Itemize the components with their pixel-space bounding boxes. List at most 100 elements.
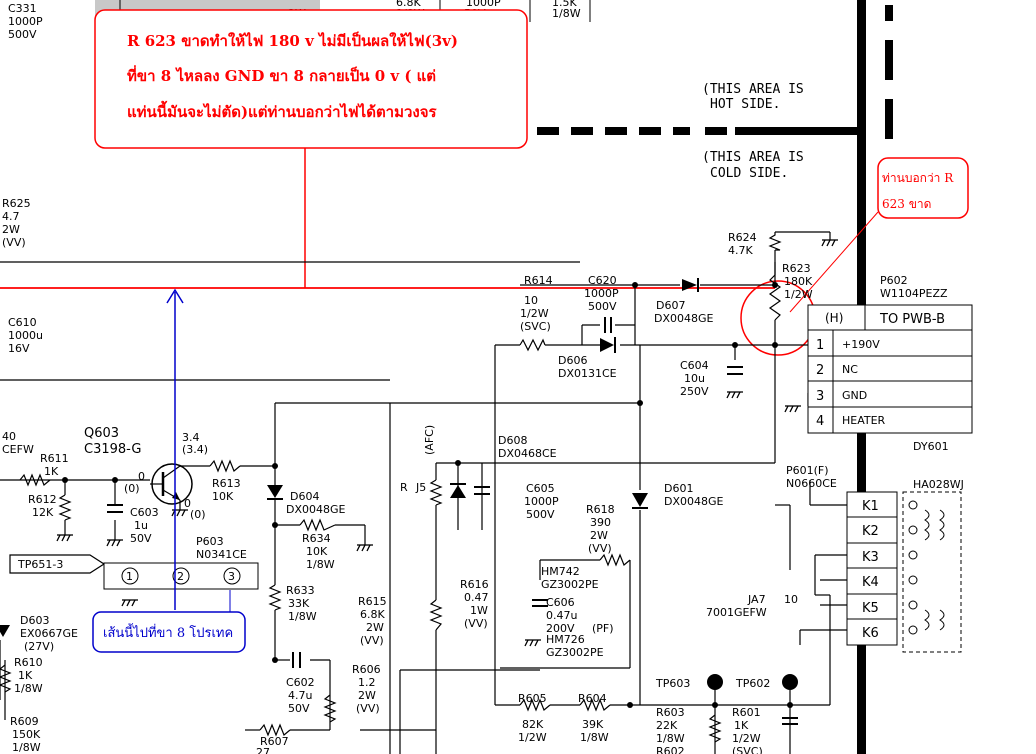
r604-value: 39K: [582, 718, 604, 731]
r618-name: R618: [586, 503, 615, 516]
hm742-name: HM742: [541, 565, 580, 578]
hot-area-label-1: (THIS AREA IS: [702, 82, 804, 97]
k-pin-block: K1 K2 K3 K4 K5 K6 HA028WJ: [846, 478, 964, 653]
d603-name: D603: [20, 614, 49, 627]
component-labels: R625 4.7 2W (VV) C610 1000u 16V R614 10 …: [2, 197, 948, 754]
r614-spec: (SVC): [520, 320, 551, 333]
junctions: [62, 282, 793, 708]
r634-name: R634: [302, 532, 331, 545]
connector-pin-2-label: NC: [842, 363, 858, 376]
blue-annotation-box: [92, 611, 246, 653]
resistor-symbols: [0, 232, 782, 743]
r604-name: R604: [578, 692, 607, 705]
hm726-name: HM726: [546, 633, 585, 646]
r623-name: R623: [782, 262, 811, 275]
r609-value: 150K: [12, 728, 41, 741]
r615-spec: (VV): [360, 634, 384, 647]
k-pin-6: K6: [862, 626, 879, 641]
p603-name: P603: [196, 535, 224, 548]
q603-name: Q603: [84, 426, 119, 441]
r604-power: 1/8W: [580, 731, 609, 744]
k-pin-5: K5: [862, 601, 879, 616]
d607-name: D607: [656, 299, 685, 312]
capacitor-symbols: [107, 317, 798, 725]
r612-name: R612: [28, 493, 57, 506]
q603-base-v: 0: [138, 470, 145, 483]
top-frag-15k: 1.5K: [552, 0, 577, 9]
p602-name: P602: [880, 274, 908, 287]
r610-value: 1K: [18, 669, 33, 682]
c602-value: 4.7u: [288, 689, 312, 702]
r601-name: R601: [732, 706, 761, 719]
p603-pin-2: 2: [177, 570, 184, 583]
r618-value: 390: [590, 516, 611, 529]
c605-voltage: 500V: [526, 508, 555, 521]
p603-pin-3: 3: [228, 570, 235, 583]
ja7-part: 7001GEFW: [706, 606, 767, 619]
connector-footer: DY601: [913, 440, 949, 453]
k-pin-4: K4: [862, 575, 879, 590]
c604-voltage: 250V: [680, 385, 709, 398]
r610-power: 1/8W: [14, 682, 43, 695]
r607-name: R607: [260, 735, 289, 748]
tp603-label: TP603: [655, 677, 690, 690]
d601-part: DX0048GE: [664, 495, 724, 508]
right-annotation-line-1: ท่านบอกว่า R: [882, 171, 954, 185]
p601-name: P601(F): [786, 464, 829, 477]
r614-name: R614: [524, 274, 553, 287]
d603-spec: (27V): [24, 640, 54, 653]
p602-part: W1104PEZZ: [880, 287, 948, 300]
r602-name: R602: [656, 745, 685, 754]
r606-value: 1.2: [358, 676, 376, 689]
d606-name: D606: [558, 354, 587, 367]
c610-name: C610: [8, 316, 37, 329]
r615-name: R615: [358, 595, 387, 608]
r613-name: R613: [212, 477, 241, 490]
r601-value: 1K: [734, 719, 749, 732]
connector-tag: (H): [825, 311, 843, 325]
r633-power: 1/8W: [288, 610, 317, 623]
r623-resistor: [768, 274, 782, 321]
ja7-value: 10: [784, 593, 798, 606]
cold-area-label-2: COLD SIDE.: [710, 166, 788, 181]
j5-r: R: [400, 481, 408, 494]
top-frag-68k: 6.8K: [396, 0, 421, 9]
d607-part: DX0048GE: [654, 312, 714, 325]
r618-spec: (VV): [588, 542, 612, 555]
d608-name: D608: [498, 434, 527, 447]
p603-pin-1: 1: [126, 570, 133, 583]
connector-pin-3-num: 3: [816, 389, 824, 404]
r603-value: 22K: [656, 719, 678, 732]
p602-connector: (H) TO PWB-B 1 +190V 2 NC 3 GND 4 HEATER…: [807, 304, 973, 453]
tp651-connector: TP651-3 1 2 3: [9, 554, 259, 590]
c605-name: C605: [526, 482, 555, 495]
c603-value: 1u: [134, 519, 148, 532]
r618-power: 2W: [590, 529, 608, 542]
main-annotation: R 623 ขาดทำให้ไฟ 180 v ไม่มีเป็นผลให้ไฟ(…: [94, 9, 528, 288]
r624-name: R624: [728, 231, 757, 244]
connector-pin-1-num: 1: [816, 338, 824, 353]
q603-base-v-alt: (0): [124, 482, 140, 495]
r606-spec: (VV): [356, 702, 380, 715]
hot-area-label-2: HOT SIDE.: [710, 97, 780, 112]
d604-part: DX0048GE: [286, 503, 346, 516]
left-frag-1: 40: [2, 430, 16, 443]
k-pin-2: K2: [862, 524, 879, 539]
c620-name: C620: [588, 274, 617, 287]
top-frag-1000p: 1000P: [466, 0, 501, 9]
c604-value: 10u: [684, 372, 705, 385]
r613-value: 10K: [212, 490, 234, 503]
c331-value: 1000P: [8, 15, 43, 28]
c610-value: 1000u: [8, 329, 43, 342]
r601-spec: (SVC): [732, 745, 763, 754]
r615-value: 6.8K: [360, 608, 385, 621]
c331-label: C331: [8, 2, 37, 15]
annotation-line-1: R 623 ขาดทำให้ไฟ 180 v ไม่มีเป็นผลให้ไฟ(…: [127, 31, 458, 50]
r614-power: 1/2W: [520, 307, 549, 320]
j5-name: J5: [415, 481, 426, 494]
blue-annotation: เส้นนี้ไปที่ขา 8 โปรเทค: [92, 288, 246, 653]
c603-voltage: 50V: [130, 532, 152, 545]
r625-spec: (VV): [2, 236, 26, 249]
